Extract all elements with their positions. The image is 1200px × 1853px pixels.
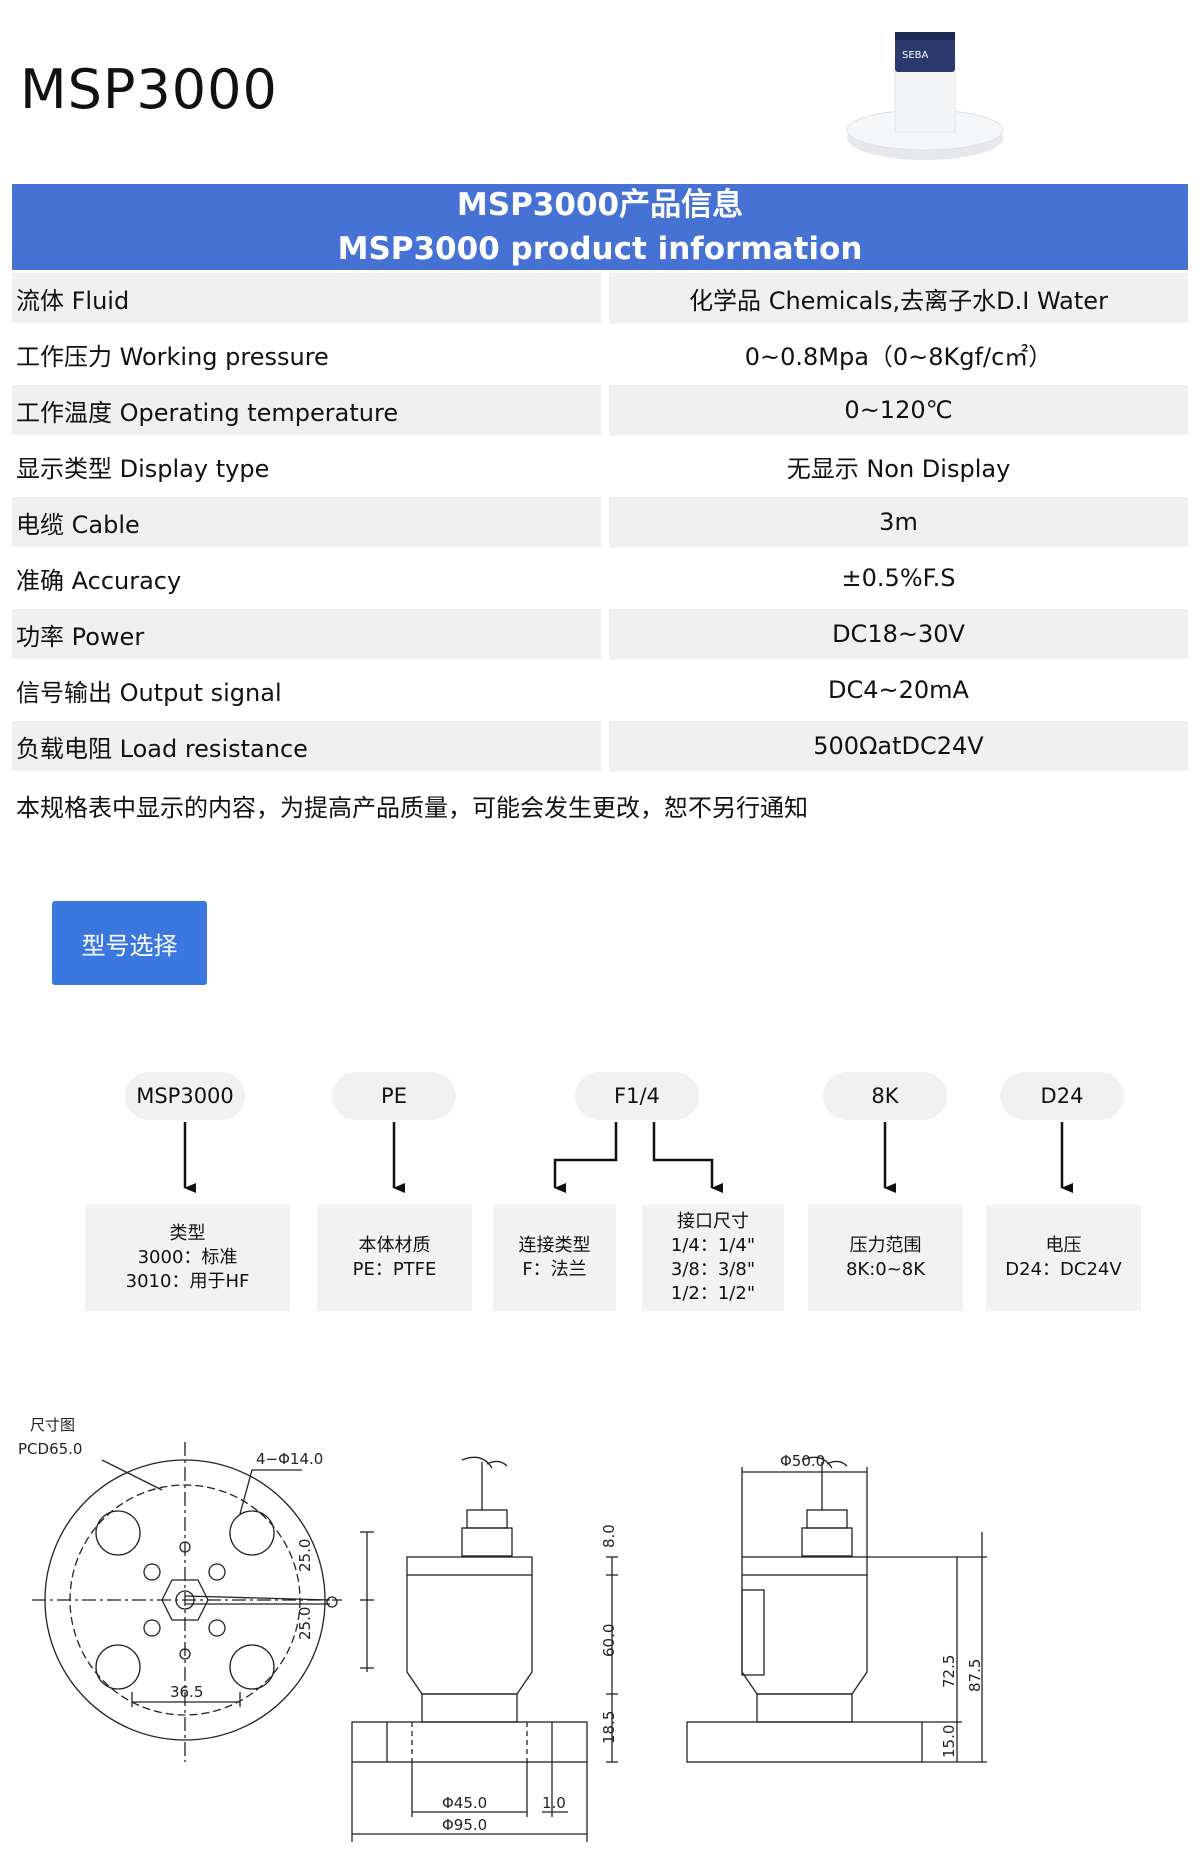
- dim-72-5: 72.5: [940, 1655, 958, 1688]
- spec-row-value: DC4~20mA: [828, 676, 969, 704]
- model-code-pill: MSP3000: [125, 1072, 245, 1120]
- spec-row-value: 无显示 Non Display: [786, 454, 1011, 483]
- spec-row-label: 电缆 Cable: [12, 497, 601, 547]
- spec-row-value: 化学品 Chemicals,去离子水D.I Water: [609, 273, 1188, 323]
- spec-row-value: 500ΩatDC24V: [609, 721, 1188, 771]
- model-description-line: 压力范围: [849, 1235, 922, 1256]
- dim-60: 60.0: [600, 1624, 618, 1657]
- spec-row-label: 准确 Accuracy: [16, 566, 182, 595]
- spec-table: MSP3000产品信息 MSP3000 product information …: [12, 184, 1188, 836]
- spec-note: 本规格表中显示的内容，为提高产品质量，可能会发生更改，恕不另行通知: [16, 793, 808, 822]
- spec-row-label: 显示类型 Display type: [16, 454, 270, 483]
- spec-row-value: 0~0.8Mpa（0~8Kgf/c㎡）: [744, 342, 1053, 371]
- spec-row-label: 信号输出 Output signal: [16, 678, 282, 707]
- model-description-line: F：法兰: [522, 1259, 587, 1280]
- spec-row-label: 工作温度 Operating temperature: [12, 385, 601, 435]
- spec-header-cn: MSP3000产品信息: [456, 187, 744, 223]
- model-description-line: 1/2：1/2": [670, 1283, 756, 1304]
- dim-title: 尺寸图: [30, 1416, 75, 1434]
- spec-header: MSP3000产品信息 MSP3000 product information: [12, 184, 1188, 270]
- arrow-connection: [553, 1122, 618, 1193]
- spec-row-label: 功率 Power: [12, 609, 601, 659]
- model-description-line: 3010：用于HF: [125, 1271, 250, 1292]
- photo-brand-text: SEBA: [902, 50, 929, 61]
- dim-18-5: 18.5: [600, 1711, 618, 1744]
- model-description-line: 8K:0~8K: [845, 1259, 926, 1280]
- model-code-pill: F1/4: [575, 1072, 699, 1120]
- dim-8: 8.0: [600, 1524, 618, 1548]
- dim-25a: 25.0: [296, 1539, 314, 1572]
- spec-header-en: MSP3000 product information: [337, 231, 863, 267]
- product-photo: SEBA: [846, 32, 1004, 160]
- spec-row-label: 流体 Fluid: [12, 273, 601, 323]
- dim-87-5: 87.5: [966, 1659, 984, 1692]
- model-description-box: 压力范围 8K:0~8K: [808, 1205, 963, 1311]
- dim-15: 15.0: [940, 1725, 958, 1758]
- dim-d50: Φ50.0: [780, 1452, 825, 1470]
- model-description-line: 1/4：1/4": [670, 1235, 756, 1256]
- spec-row: 信号输出 Output signal DC4~20mA: [12, 662, 1188, 718]
- model-description-line: 类型: [169, 1223, 206, 1244]
- model-code-pill: PE: [332, 1072, 456, 1120]
- spec-row: 工作压力 Working pressure 0~0.8Mpa（0~8Kgf/c㎡）: [12, 326, 1188, 382]
- model-description-box: 接口尺寸 1/4：1/4" 3/8：3/8" 1/2：1/2": [642, 1205, 784, 1311]
- dim-d95: Φ95.0: [442, 1816, 487, 1834]
- spec-row-value: DC18~30V: [609, 609, 1188, 659]
- dim-1-0: 1.0: [542, 1794, 566, 1812]
- model-description-line: 接口尺寸: [677, 1211, 749, 1232]
- model-code-pill: D24: [1000, 1072, 1124, 1120]
- spec-row-value: ±0.5%F.S: [841, 564, 956, 592]
- spec-row-label: 负载电阻 Load resistance: [12, 721, 601, 771]
- spec-row-label: 工作压力 Working pressure: [16, 342, 329, 371]
- model-description-box: 本体材质 PE：PTFE: [317, 1205, 472, 1311]
- model-description-line: 电压: [1045, 1235, 1082, 1256]
- model-description-line: D24：DC24V: [1005, 1259, 1122, 1280]
- model-description-box: 类型 3000：标准 3010：用于HF: [85, 1205, 290, 1311]
- model-description-line: 3000：标准: [137, 1247, 238, 1268]
- spec-row-value: 3m: [609, 497, 1188, 547]
- model-description-box: 电压 D24：DC24V: [986, 1205, 1141, 1311]
- dim-pcd: PCD65.0: [18, 1440, 82, 1458]
- model-description-line: 3/8：3/8": [670, 1259, 756, 1280]
- model-description-line: 连接类型: [518, 1235, 591, 1256]
- spec-row: 准确 Accuracy ±0.5%F.S: [12, 550, 1188, 606]
- dim-holes: 4−Φ14.0: [256, 1450, 323, 1468]
- dim-d45: Φ45.0: [442, 1794, 487, 1812]
- dim-25b: 25.0: [296, 1607, 314, 1640]
- model-code-pill: 8K: [823, 1072, 947, 1120]
- dim-36-5: 36.5: [170, 1683, 203, 1701]
- model-select-button[interactable]: 型号选择: [52, 901, 207, 985]
- page-title: MSP3000: [20, 58, 278, 121]
- model-description-line: PE：PTFE: [352, 1259, 437, 1280]
- spec-row-value: 0~120℃: [609, 385, 1188, 435]
- model-description-line: 本体材质: [358, 1235, 431, 1256]
- arrow-size: [652, 1122, 723, 1193]
- dimension-drawing: 尺寸图 PCD65.0 4−Φ14.0 25.0 25.0 36.5 8.0 6…: [18, 1416, 987, 1842]
- model-description-box: 连接类型 F：法兰: [493, 1205, 616, 1311]
- spec-row: 显示类型 Display type 无显示 Non Display: [12, 438, 1188, 494]
